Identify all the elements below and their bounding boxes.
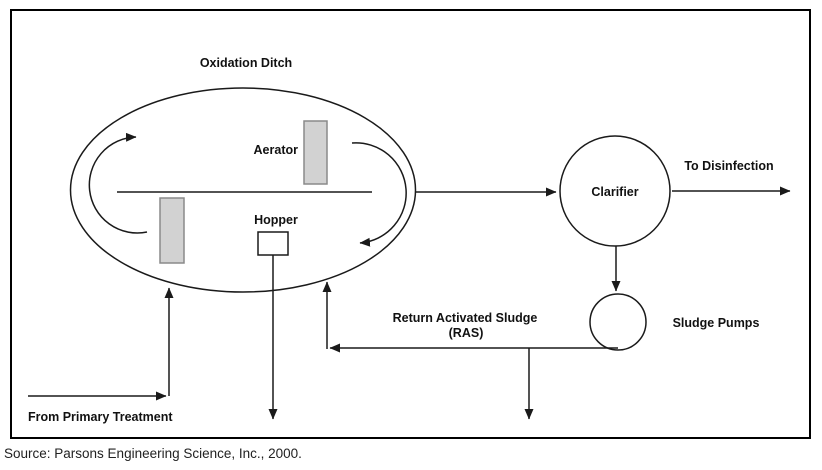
hopper-label: Hopper — [254, 213, 298, 227]
clarifier-label: Clarifier — [591, 185, 638, 199]
circulation-arrow-right-icon — [351, 142, 407, 247]
aerator-lower-rect — [159, 197, 185, 264]
sludge-pump-circle — [589, 293, 647, 351]
aerator-upper-rect — [303, 120, 328, 185]
source-caption: Source: Parsons Engineering Science, Inc… — [4, 446, 302, 461]
ras-label-line2: (RAS) — [449, 326, 484, 340]
circulation-arrow-left-icon — [88, 132, 148, 234]
figure-border — [10, 9, 811, 439]
clarifier-circle — [559, 135, 671, 247]
oxidation-ditch-ellipse — [69, 87, 417, 293]
to-disinfection-label: To Disinfection — [684, 159, 773, 173]
oxidation-ditch-label: Oxidation Ditch — [200, 56, 292, 70]
sludge-pumps-label: Sludge Pumps — [673, 316, 760, 330]
hopper-box — [257, 231, 289, 256]
ras-label-line1: Return Activated Sludge — [393, 311, 538, 325]
from-primary-treatment-label: From Primary Treatment — [28, 410, 173, 424]
aerator-label: Aerator — [254, 143, 299, 157]
